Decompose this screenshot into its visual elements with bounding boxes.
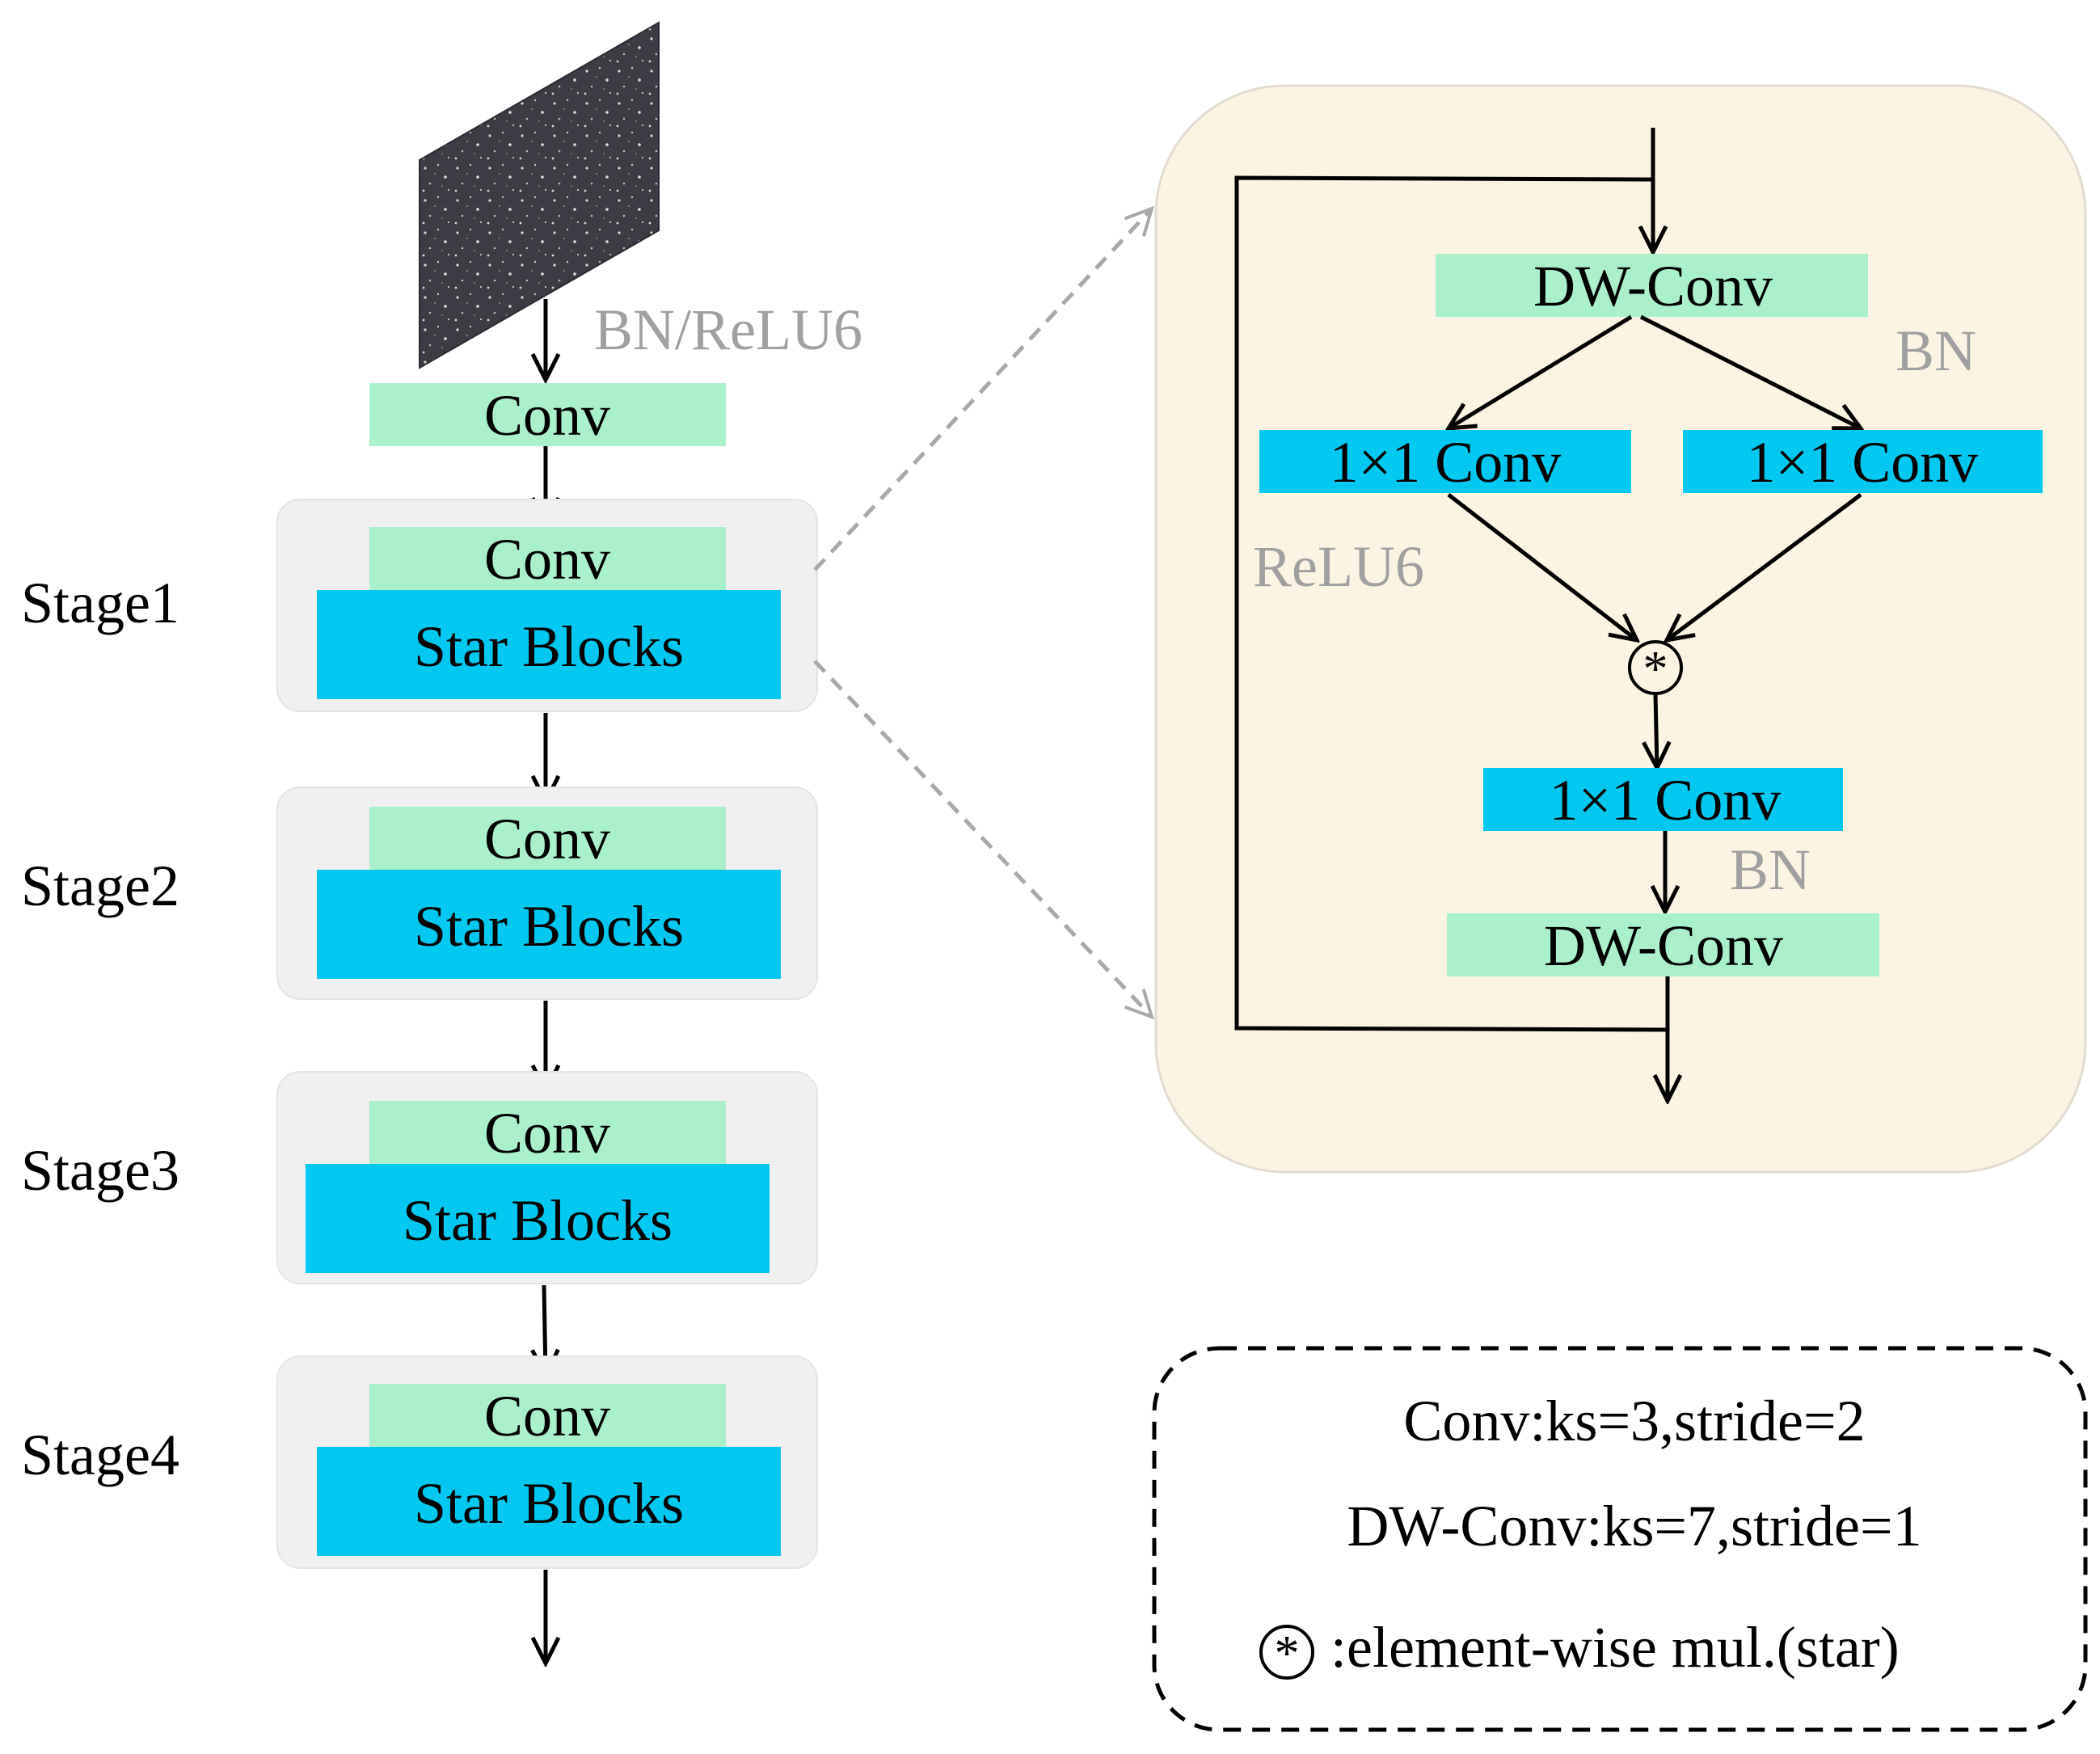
conv1x1-right-label: 1×1 Conv [1747,430,1979,495]
dw-conv-top-label: DW-Conv [1533,254,1773,318]
stage-3-conv-label: Conv [484,1101,610,1166]
stage-3: Conv Star Blocks [276,1071,818,1284]
stage-1-conv-box [369,527,726,590]
stage-1: Conv Star Blocks [276,499,818,712]
star-multiply-node [1628,640,1683,695]
stage-3-star-blocks-label: Star Blocks [403,1188,673,1253]
stage-4: Conv Star Blocks [276,1356,818,1569]
residual-skip-path [1234,175,1668,1032]
conv1x1-right-box [1683,430,2043,493]
relu6-label: ReLU6 [1253,534,1424,599]
legend-box [1152,1346,2088,1732]
star-to-conv-arrow [1655,693,1657,768]
feature-map-image [419,21,660,369]
stage-3-conv-box [369,1101,726,1164]
bn-top-label: BN [1895,318,1976,383]
stage-4-conv-label: Conv [484,1384,610,1448]
conv1x1-left-box [1259,430,1631,493]
legend-star-spec: :element-wise mul.(star) [1330,1615,1900,1680]
stage-3-name: Stage3 [21,1138,179,1203]
stage-4-star-blocks-box [317,1447,781,1556]
branch-arrow-left [1448,314,1633,428]
dw-conv-bottom-label: DW-Conv [1544,913,1783,978]
star-block-detail: DW-Conv BN 1×1 Conv 1×1 Conv ReLU6 * 1×1… [1154,84,2087,1174]
stage-1-conv-label: Conv [484,527,610,592]
stage-2-star-blocks-label: Star Blocks [414,894,684,959]
stage-2-name: Stage2 [21,854,179,918]
input-image [419,21,660,369]
conv1x1-left-label: 1×1 Conv [1330,430,1562,495]
zoom-connector-top [813,209,1152,571]
dw-conv-bottom-box [1447,913,1879,976]
stage-2-conv-box [369,807,726,870]
merge-arrow-right [1667,493,1862,640]
stage-2-conv-label: Conv [484,807,610,871]
legend-dwconv-spec: DW-Conv:ks=7,stride=1 [1347,1494,1921,1558]
stage-1-star-blocks-label: Star Blocks [414,614,684,679]
stage-1-star-blocks-box [317,590,781,699]
conv1x1-bottom-box [1483,768,1843,831]
branch-arrow-right [1639,314,1861,428]
stage-3-star-blocks-box [306,1164,770,1273]
conv1x1-bottom-label: 1×1 Conv [1550,768,1782,833]
legend-star-icon [1259,1625,1314,1680]
stem-conv-label: Conv [484,383,610,448]
stem-conv-box [369,383,726,446]
star-multiply-symbol: * [1643,642,1668,697]
legend-conv-spec: Conv:ks=3,stride=2 [1403,1389,1865,1453]
legend: Conv:ks=3,stride=2 DW-Conv:ks=7,stride=1… [1152,1346,2088,1732]
stage-2-star-blocks-box [317,870,781,979]
stage-4-conv-box [369,1384,726,1447]
legend-star-symbol: * [1275,1626,1300,1681]
bn-bottom-label: BN [1730,837,1811,902]
stage-4-name: Stage4 [21,1423,179,1487]
stage-2: Conv Star Blocks [276,786,818,1000]
dw-conv-top-box [1436,254,1868,317]
zoom-connector-bottom [813,660,1152,1017]
stage-1-name: Stage1 [21,571,179,635]
input-annotation: BN/ReLU6 [594,297,862,362]
stage-4-star-blocks-label: Star Blocks [414,1471,684,1536]
merge-arrow-left [1447,493,1637,640]
